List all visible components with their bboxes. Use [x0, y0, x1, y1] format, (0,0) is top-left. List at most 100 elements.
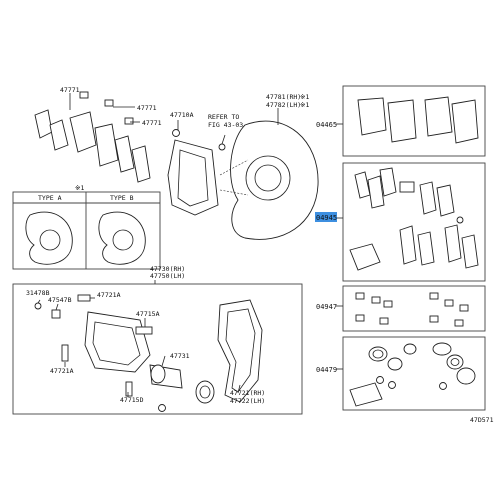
type-b-hub — [112, 229, 134, 251]
seal-ring — [456, 367, 476, 385]
bleeder-cap — [34, 302, 42, 310]
bolt-top — [61, 344, 69, 362]
clip-part — [371, 296, 381, 304]
label-47715d: 47715D — [120, 396, 144, 404]
mark-1-top: ※1 — [300, 93, 309, 101]
shim-part — [444, 224, 462, 263]
leader-line — [37, 299, 41, 304]
highlight-04945[interactable] — [315, 212, 337, 222]
label-47721: 47721(RH) — [230, 389, 265, 397]
label-47722: 47722(LH) — [230, 397, 265, 405]
seal-ring — [387, 357, 403, 371]
label-47715a: 47715A — [136, 310, 160, 318]
small-clip — [124, 117, 134, 125]
type-ab-box — [12, 191, 161, 270]
type-a-hub — [39, 229, 61, 251]
type-box-outline — [12, 191, 161, 270]
type-a-cover — [25, 211, 73, 265]
clip-part — [429, 292, 439, 300]
clip-shape — [114, 135, 135, 173]
seal-ring — [368, 346, 388, 362]
piston-boot — [195, 380, 215, 404]
boot-cap — [439, 382, 447, 390]
kit-box-04947 — [342, 285, 486, 332]
label-47781: 47781(RH) — [266, 93, 301, 101]
leader-line — [55, 303, 59, 311]
label-type-b: TYPE B — [110, 194, 134, 202]
kit-box-04479 — [342, 336, 486, 411]
pad-kit-parts — [357, 96, 479, 144]
caliper-support-group — [217, 299, 263, 403]
disc-dust-cover-group — [219, 108, 319, 240]
pad-clip-group — [34, 91, 151, 183]
brake-pad-shape — [357, 97, 387, 136]
piston-boot-inner — [199, 385, 211, 399]
caliper-support-shape — [217, 299, 263, 403]
clip-part — [355, 314, 365, 322]
pin-boot — [135, 326, 153, 335]
seal-ring — [446, 354, 464, 370]
label-04465: 04465 — [316, 121, 337, 129]
caliper-bracket-shape — [167, 139, 219, 216]
label-47721a-top: 47721A — [97, 291, 121, 299]
small-clip-part — [456, 216, 464, 224]
label-47721a-bottom: 47721A — [50, 367, 74, 375]
shim-part — [367, 175, 385, 209]
caliper-body-group — [34, 294, 215, 412]
kit-box-04945 — [342, 162, 486, 282]
shim-shape — [69, 111, 97, 153]
shim-part — [417, 231, 435, 266]
bleeder-plug — [51, 309, 61, 319]
clip-part — [454, 319, 464, 327]
small-cap — [158, 404, 166, 412]
shim-part — [379, 167, 397, 197]
brake-pad-shape — [451, 99, 479, 144]
label-47710a: 47710A — [170, 111, 194, 119]
dust-cover-shape — [230, 120, 319, 240]
boot-cap — [388, 381, 396, 389]
caliper-bracket-group — [167, 120, 226, 216]
dashed-leader — [219, 189, 249, 196]
bushing-shape — [77, 294, 91, 302]
shim-shape — [94, 123, 119, 167]
leader-line — [237, 384, 241, 394]
brake-pad-shape — [424, 96, 453, 137]
label-31478b: 31478B — [26, 289, 50, 297]
clip-part — [429, 315, 439, 323]
label-47547b: 47547B — [48, 296, 72, 304]
type-b-cover — [98, 211, 146, 265]
clip-shape — [34, 109, 53, 139]
clip-part — [383, 300, 393, 308]
clip-part — [379, 317, 389, 325]
grease-packet — [349, 382, 383, 407]
clip-part — [355, 292, 365, 300]
label-type-a: TYPE A — [38, 194, 62, 202]
clip-shape — [49, 119, 69, 151]
caliper-body-shape — [84, 311, 151, 373]
caliper-body-inner — [92, 321, 141, 366]
clip-shape — [131, 145, 151, 183]
label-47731: 47731 — [170, 352, 190, 360]
mark-1-mid: ※1 — [300, 101, 309, 109]
leader-line — [161, 355, 166, 367]
label-refer-to: REFER TO — [208, 113, 239, 121]
bolt-shape — [172, 129, 180, 137]
seal-ring-inner — [372, 349, 384, 359]
small-clip — [79, 91, 89, 99]
piston-seal — [150, 364, 166, 384]
brake-pad-shape — [387, 99, 417, 143]
dust-cover-hole — [254, 164, 282, 192]
label-04947: 04947 — [316, 303, 337, 311]
clip-part — [444, 299, 454, 307]
seal-ring — [403, 343, 417, 355]
shim-part — [461, 234, 479, 269]
clip-kit-parts — [355, 292, 469, 327]
label-47771-a: 47771 — [60, 86, 80, 94]
seal-kit-parts — [349, 342, 476, 407]
leader-line — [221, 134, 226, 145]
boot-cap — [376, 376, 384, 384]
label-04479: 04479 — [316, 366, 337, 374]
seal-ring-inner — [450, 358, 460, 366]
